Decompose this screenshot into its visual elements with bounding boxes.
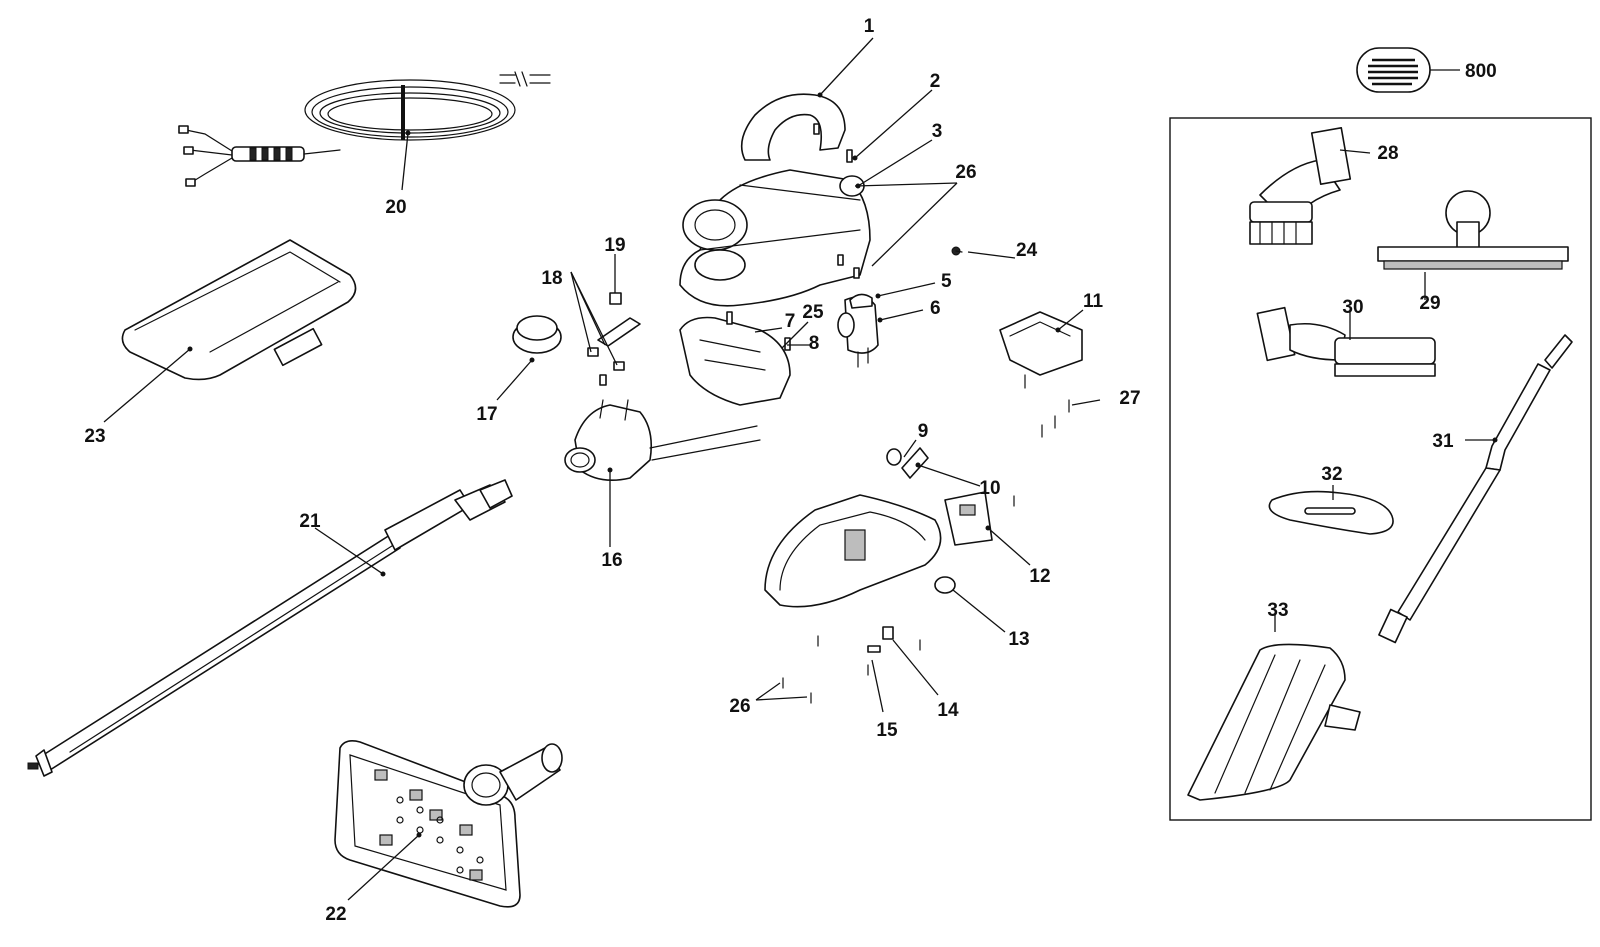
callout-19: 19 <box>604 235 625 256</box>
part-13-knob <box>934 576 956 594</box>
callout-22: 22 <box>325 904 346 925</box>
callout-1: 1 <box>864 16 875 37</box>
callout-21: 21 <box>299 511 321 532</box>
part-base-housing <box>764 494 942 608</box>
part-20-power-cord <box>178 71 551 187</box>
part-24-screw <box>951 246 963 256</box>
part-30-scrub-brush <box>1256 306 1436 377</box>
callout-18: 18 <box>541 268 562 289</box>
part-19-clip <box>609 292 622 305</box>
part-28-angled-brush <box>1249 126 1352 245</box>
callout-26-upper: 26 <box>955 162 976 183</box>
part-12-pcb <box>944 491 993 546</box>
part-17-cap <box>512 315 562 354</box>
callout-5: 5 <box>941 271 952 292</box>
part-18-switch-board <box>587 317 641 386</box>
part-27-screws <box>1041 399 1070 438</box>
part-21-extension-wand <box>27 479 513 777</box>
part-9-grommet <box>886 448 902 466</box>
part-26-screws-lower <box>782 495 1015 704</box>
callout-17: 17 <box>476 404 497 425</box>
callout-2: 2 <box>930 71 941 92</box>
part-25-inner-housing <box>679 311 791 406</box>
part-22-floor-head <box>334 740 563 908</box>
callout-800: 800 <box>1465 61 1497 82</box>
callout-28: 28 <box>1377 143 1398 164</box>
part-29-squeegee <box>1377 190 1569 270</box>
part-33-pad-cover <box>1187 643 1361 801</box>
callout-32: 32 <box>1321 464 1342 485</box>
callout-10: 10 <box>979 478 1000 499</box>
part-31-flex-hose <box>1378 334 1573 644</box>
part-800-label-plate <box>1356 47 1431 93</box>
callout-31: 31 <box>1432 431 1454 452</box>
callout-12: 12 <box>1029 566 1050 587</box>
callout-30: 30 <box>1342 297 1363 318</box>
part-16-valve-assembly <box>564 399 761 481</box>
callout-33: 33 <box>1267 600 1288 621</box>
callout-26-lower: 26 <box>729 696 750 717</box>
accessory-kit-frame <box>1169 117 1592 821</box>
callout-27: 27 <box>1119 388 1140 409</box>
callout-11: 11 <box>1083 291 1104 312</box>
part-11-cover <box>999 311 1083 389</box>
callout-13: 13 <box>1008 629 1029 650</box>
callout-25: 25 <box>802 302 824 323</box>
callout-20: 20 <box>385 197 406 218</box>
part-5-clamp <box>849 293 873 309</box>
callout-16: 16 <box>601 550 622 571</box>
callout-labels: 1 2 3 26 24 5 6 25 7 8 11 27 9 10 12 13 … <box>84 16 1496 925</box>
part-10-bracket <box>901 447 929 479</box>
leader-dots <box>187 92 1498 838</box>
part-14-switch <box>882 626 894 640</box>
leader-lines <box>103 37 1495 901</box>
callout-14: 14 <box>937 700 959 721</box>
callout-15: 15 <box>876 720 898 741</box>
callout-3: 3 <box>932 121 943 142</box>
callout-9: 9 <box>918 421 929 442</box>
callout-23: 23 <box>84 426 105 447</box>
part-1-handle-housing <box>679 93 871 307</box>
part-15-contact <box>867 645 881 676</box>
callout-29: 29 <box>1419 293 1440 314</box>
part-32-cloth-pad <box>1268 490 1394 535</box>
callout-8: 8 <box>809 333 820 354</box>
callout-24: 24 <box>1016 240 1038 261</box>
callout-7: 7 <box>785 311 796 332</box>
part-23-pad <box>121 239 357 381</box>
callout-6: 6 <box>930 298 941 319</box>
